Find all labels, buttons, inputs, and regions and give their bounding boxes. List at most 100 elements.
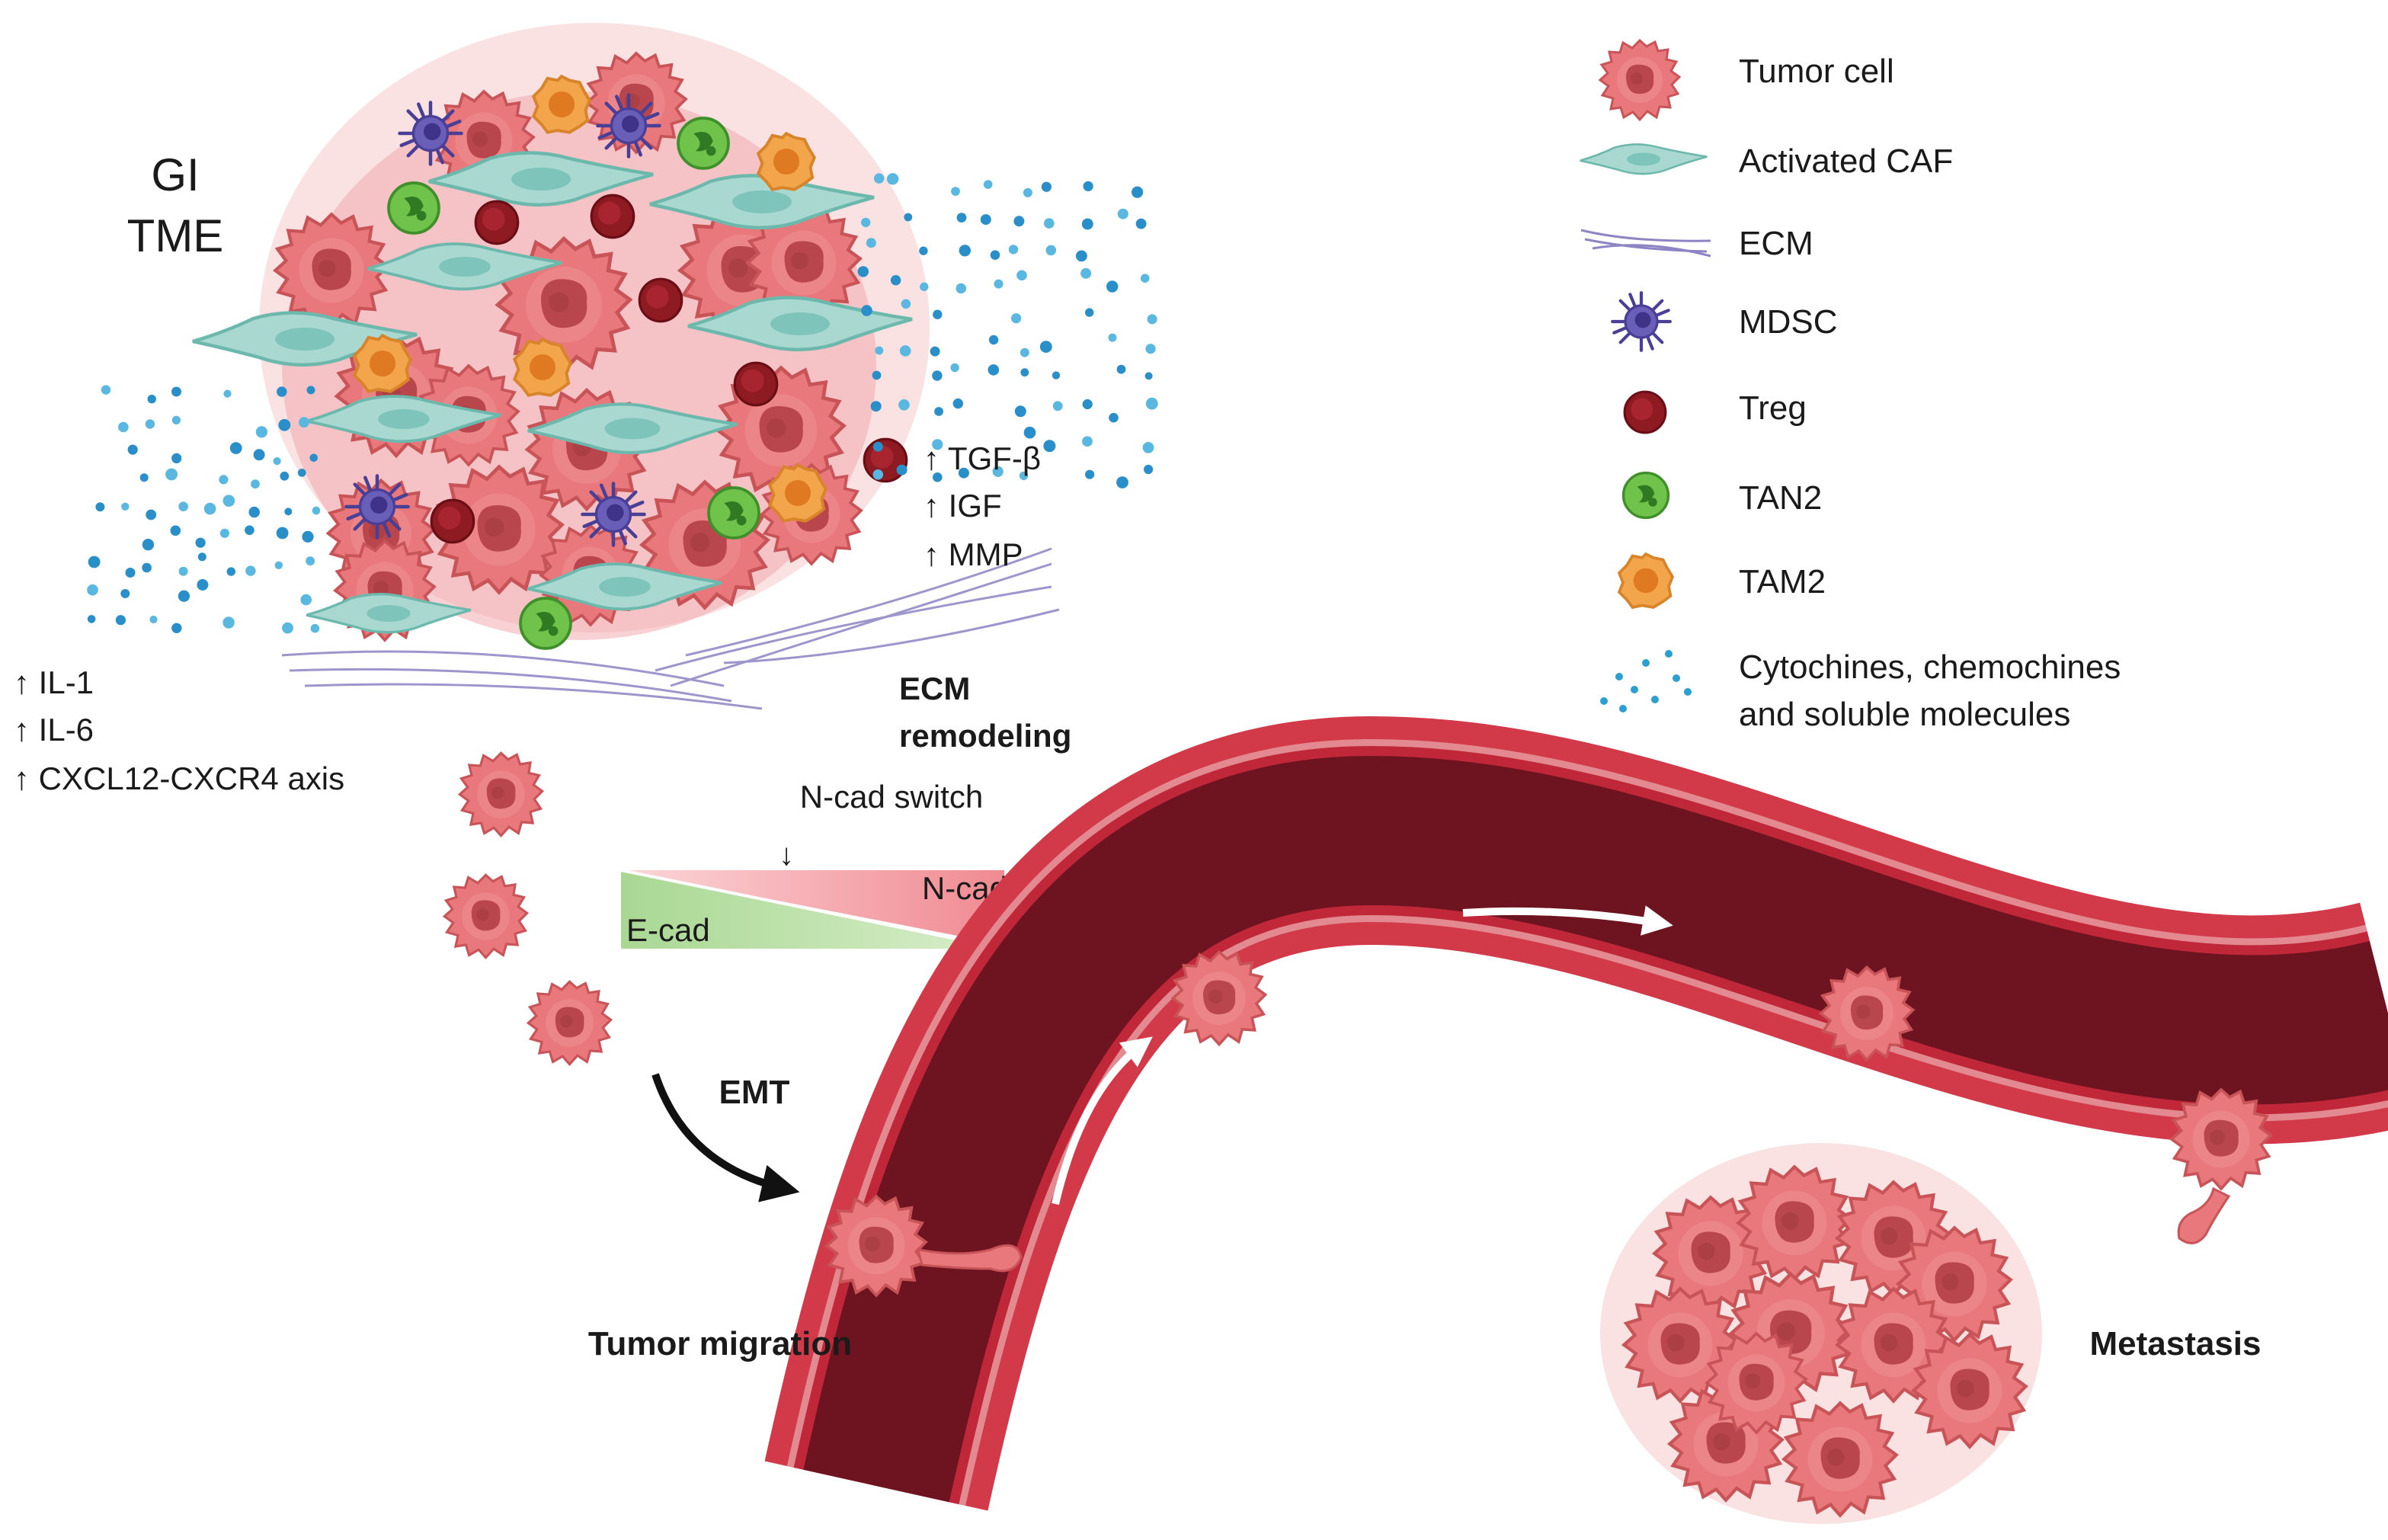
- cytokine-dot: [872, 469, 884, 480]
- cytokine-dot: [147, 395, 156, 404]
- cytokine-dot: [1052, 401, 1063, 411]
- cytokine-dot: [121, 502, 130, 511]
- cytokine-dot: [300, 594, 312, 606]
- cytokine-dot: [142, 562, 152, 573]
- cytokine-dot: [933, 472, 943, 482]
- legend-label-mdsc: MDSC: [1739, 303, 1838, 341]
- cytokine-dot: [310, 623, 320, 633]
- cytokine-dot: [284, 507, 293, 516]
- cytokine-dot: [178, 590, 190, 602]
- legend-label-tumor-cell: Tumor cell: [1739, 53, 1894, 90]
- ncad-switch-arrow: ↓: [779, 838, 794, 872]
- intravasating-cell: [825, 1195, 1023, 1297]
- cytokine-dot: [956, 213, 967, 223]
- cytokine-dot: [920, 282, 929, 291]
- cytokine-dot: [219, 475, 229, 485]
- tme-title-line2: TME: [127, 210, 224, 261]
- cytokine-dot: [120, 589, 130, 598]
- cytokine-dot: [222, 495, 235, 507]
- flow-arrow-1: [1052, 1036, 1153, 1205]
- cytokine-dot: [992, 466, 1004, 477]
- cytokine-dot: [1039, 341, 1052, 353]
- cytokines-left: [87, 385, 321, 634]
- cytokine-dot: [118, 421, 129, 433]
- legend-label-cytokines-line1: Cytochines, chemochines: [1739, 648, 2121, 686]
- ncad-switch-label: N-cad switch: [800, 779, 983, 815]
- tumor-cell-icon: [1599, 39, 1681, 121]
- cytokine-dot: [952, 398, 964, 409]
- cytokine-dot: [312, 506, 321, 515]
- tumor-cell-escaping-2: [443, 873, 529, 959]
- blood-vessel: [764, 716, 2388, 1511]
- cytokine-dot: [896, 464, 908, 475]
- cytokine-dot: [1023, 426, 1036, 439]
- emt-label: EMT: [719, 1074, 790, 1111]
- cytokine-dot: [306, 386, 315, 395]
- cytokine-dot: [229, 442, 242, 454]
- flow-arrow-2: [1462, 905, 1673, 936]
- cytokine-dot: [1106, 280, 1119, 293]
- cytokine-dot: [956, 283, 967, 294]
- cytokine-dot: [932, 439, 943, 450]
- cytokine-dot: [276, 527, 289, 539]
- ecm-fibers: [281, 547, 1060, 710]
- cytokine-dot: [886, 173, 899, 185]
- cytokine-dot: [983, 180, 993, 189]
- cytokine-dot: [904, 213, 913, 222]
- cytokine-dot: [898, 399, 910, 411]
- tumor-migration-label: Tumor migration: [588, 1325, 852, 1362]
- cytokine-dot: [1082, 436, 1093, 447]
- factor-igf: ↑ IGF: [924, 488, 1002, 523]
- cytokine-dot: [274, 561, 283, 569]
- cytokine-dot: [88, 555, 101, 568]
- cytokine-dot: [197, 579, 209, 591]
- cytokine-dot: [990, 250, 1000, 261]
- ecad-label: E-cad: [626, 912, 710, 948]
- cytokine-dot: [1147, 314, 1157, 325]
- cytokine-dot: [165, 468, 178, 481]
- cytokine-dot: [1041, 181, 1052, 192]
- cytokine-dot: [127, 444, 138, 455]
- cytokine-dot: [195, 537, 206, 548]
- cytokine-dot: [1145, 397, 1158, 410]
- cytokine-dot: [870, 401, 882, 412]
- cytokine-dot: [1023, 187, 1032, 197]
- cytokine-dot: [297, 469, 306, 477]
- cytokine-dot: [197, 552, 206, 562]
- cytokine-dot: [890, 275, 901, 286]
- cytokine-dot: [1081, 218, 1093, 230]
- cytokine-dot: [932, 370, 943, 381]
- cytokine-dot: [171, 453, 182, 464]
- cytokine-dot: [309, 453, 319, 463]
- cytokine-dot: [253, 449, 265, 461]
- cytokine-dot: [170, 525, 181, 536]
- cytokines-icon: [1600, 650, 1692, 712]
- cytokine-dot: [178, 566, 188, 576]
- legend-label-tam2: TAM2: [1739, 563, 1826, 600]
- treg-icon: [1623, 390, 1667, 434]
- factor-il1: ↑ IL-1: [14, 664, 94, 700]
- cytokine-dot: [255, 426, 267, 438]
- cytokine-dot: [223, 389, 232, 398]
- cytokine-dot: [171, 415, 181, 425]
- mdsc-icon: [1612, 293, 1670, 351]
- tumor-cell-in-vessel-2: [1819, 965, 1915, 1061]
- cytokine-dot: [1080, 267, 1092, 279]
- ecm-remodeling-line1: ECM: [899, 671, 970, 706]
- cytokine-dot: [1145, 344, 1156, 354]
- factor-mmp: ↑ MMP: [924, 536, 1023, 572]
- ecm-remodeling-line2: remodeling: [899, 718, 1071, 754]
- cytokine-dot: [872, 370, 882, 380]
- legend-label-caf: Activated CAF: [1739, 142, 1953, 180]
- legend-label-tan2: TAN2: [1739, 479, 1822, 517]
- cytokine-dot: [277, 386, 287, 397]
- cytokine-dot: [203, 502, 216, 515]
- cytokine-dot: [872, 441, 883, 452]
- tan2-icon: [1621, 471, 1670, 520]
- cytokine-dot: [222, 616, 235, 629]
- cytokine-dot: [171, 623, 182, 633]
- cytokine-dot: [994, 279, 1004, 289]
- tumor-mass: [193, 23, 930, 650]
- metastasis-cluster: [1600, 1143, 2042, 1524]
